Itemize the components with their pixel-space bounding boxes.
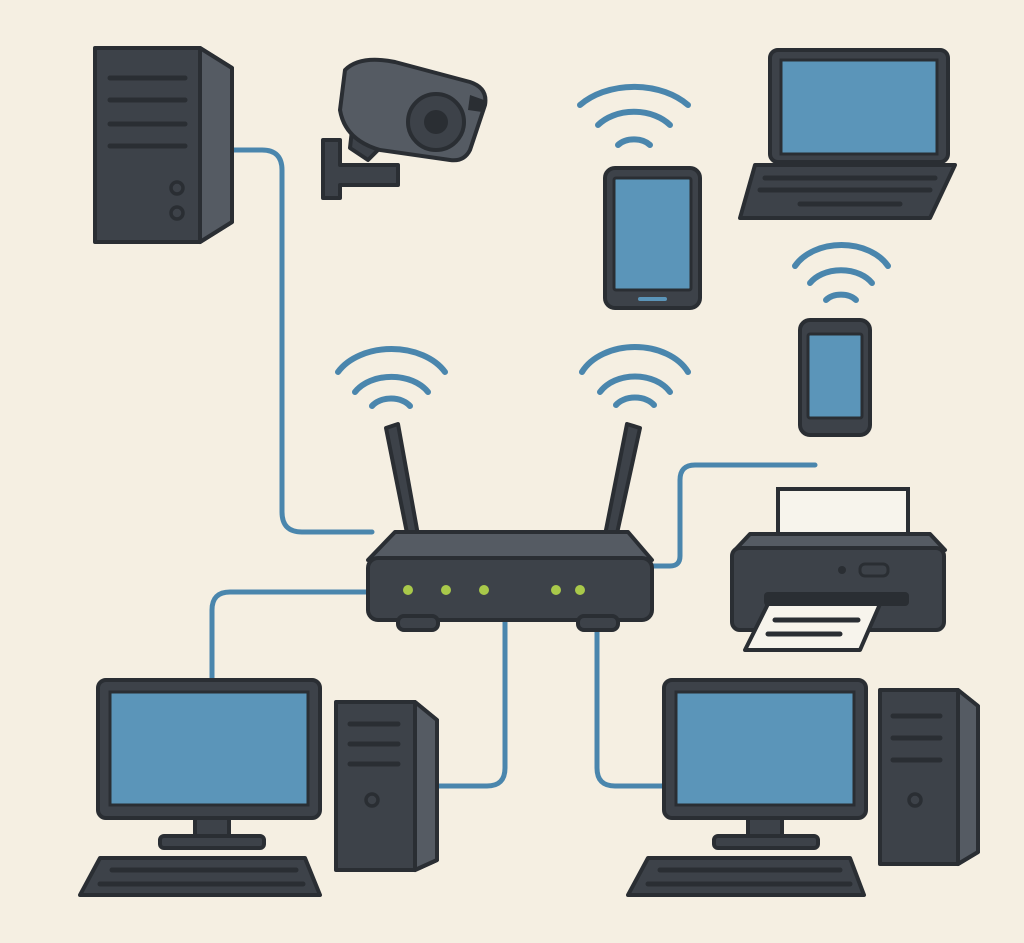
wire-router-to-right-monitor [594, 627, 667, 789]
wifi-signal-icon [577, 83, 691, 148]
wire-router-to-printer [645, 462, 818, 569]
wire-router-to-left-monitor [209, 589, 371, 685]
wifi-signal-icon [792, 242, 891, 303]
security-camera-icon [321, 57, 488, 200]
desktop-computer-icon [626, 678, 980, 897]
wired-connections [209, 147, 818, 789]
wire-server-to-router [229, 147, 375, 535]
wifi-signal-icon [579, 344, 691, 408]
router-icon [366, 422, 654, 632]
desktop-computer-icon [78, 678, 439, 897]
wire-router-to-left-tower [434, 619, 508, 789]
smartphone-icon [603, 166, 702, 310]
printer-icon [730, 487, 947, 652]
server-tower-icon [93, 46, 234, 244]
laptop-icon [738, 48, 957, 220]
smartphone-icon [798, 318, 872, 437]
wifi-signal-icon [335, 346, 448, 409]
